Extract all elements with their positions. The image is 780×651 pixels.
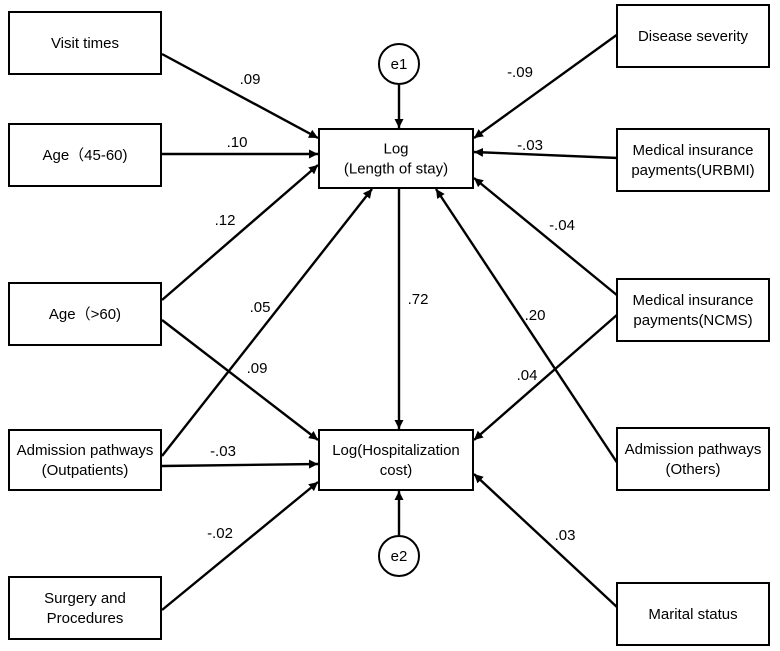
node-urbmi: Medical insurance payments(URBMI) bbox=[616, 128, 770, 192]
node-log-los: Log (Length of stay) bbox=[318, 128, 474, 189]
node-label-line: e1 bbox=[391, 56, 408, 73]
paths-layer bbox=[161, 33, 620, 611]
node-label-line: Visit times bbox=[51, 35, 119, 52]
path-arrow-age60-los bbox=[161, 164, 319, 301]
path-coefficient-others-los: .20 bbox=[525, 307, 546, 324]
path-coefficient-outpt-cost: -.03 bbox=[210, 443, 236, 460]
path-coefficient-marital-cost: .03 bbox=[555, 527, 576, 544]
path-coefficient-age4560-los: .10 bbox=[227, 134, 248, 151]
node-box bbox=[318, 128, 474, 189]
path-coefficient-ncms-cost: .04 bbox=[517, 367, 538, 384]
node-label-line: payments(URBMI) bbox=[631, 162, 754, 179]
path-arrow-outpt-cost bbox=[161, 459, 319, 469]
node-box bbox=[8, 11, 162, 75]
path-arrow-urbmi-los bbox=[473, 147, 619, 160]
node-label-line: (Others) bbox=[665, 461, 720, 478]
node-box bbox=[616, 582, 770, 646]
path-arrow-surgery-cost bbox=[161, 481, 319, 611]
path-coefficient-outpt-los: .05 bbox=[250, 299, 271, 316]
path-coefficient-los-cost: .72 bbox=[408, 291, 429, 308]
node-label-line: cost) bbox=[380, 462, 413, 479]
node-box bbox=[318, 429, 474, 491]
coefficients-layer: .09 .10 .12 .09 .05 -.03 -.02 -.09 -.03 -.04 .04 .2… bbox=[207, 64, 575, 544]
path-coefficient-surgery-cost: -.02 bbox=[207, 525, 233, 542]
node-label-line: (Outpatients) bbox=[42, 462, 129, 479]
node-adm-others: Admission pathways (Others) bbox=[616, 427, 770, 491]
error-term-circle bbox=[378, 43, 420, 85]
node-ncms: Medical insurance payments(NCMS) bbox=[616, 278, 770, 342]
path-arrow-ncms-cost bbox=[473, 313, 619, 441]
node-label-line: Medical insurance bbox=[633, 142, 754, 159]
node-box bbox=[616, 4, 770, 68]
node-box bbox=[8, 576, 162, 640]
path-arrow-marital-cost bbox=[473, 473, 619, 609]
path-arrow-visit-los bbox=[161, 52, 319, 140]
path-coefficient-ncms-los: -.04 bbox=[549, 217, 575, 234]
node-adm-outpatients: Admission pathways (Outpatients) bbox=[8, 429, 162, 491]
node-box bbox=[8, 123, 162, 187]
node-e1: e1 bbox=[378, 43, 420, 85]
node-label-line: Admission pathways bbox=[17, 442, 154, 459]
node-label-line: Medical insurance bbox=[633, 292, 754, 309]
node-label-line: payments(NCMS) bbox=[633, 312, 752, 329]
node-label-line: Surgery and bbox=[44, 590, 126, 607]
path-arrow-others-los bbox=[434, 188, 620, 465]
node-label-line: Log(Hospitalization bbox=[332, 442, 460, 459]
node-age-45-60: Age（45-60) bbox=[8, 123, 162, 187]
node-label-line: Marital status bbox=[648, 606, 737, 623]
node-label-line: e2 bbox=[391, 548, 408, 565]
node-label-line: Age（45-60) bbox=[42, 147, 127, 164]
path-arrow-severity-los bbox=[473, 33, 619, 139]
node-box bbox=[8, 282, 162, 346]
path-arrow-ncms-los bbox=[473, 177, 619, 297]
path-coefficient-age60-cost: .09 bbox=[247, 360, 268, 377]
node-label-line: Admission pathways bbox=[625, 441, 762, 458]
node-box bbox=[616, 128, 770, 192]
node-log-cost: Log(Hospitalization cost) bbox=[318, 429, 474, 491]
node-box bbox=[616, 278, 770, 342]
node-box bbox=[616, 427, 770, 491]
error-term-circle bbox=[378, 535, 420, 577]
node-box bbox=[8, 429, 162, 491]
node-visit-times: Visit times bbox=[8, 11, 162, 75]
node-label-line: (Length of stay) bbox=[344, 161, 448, 178]
node-label-line: Procedures bbox=[47, 610, 124, 627]
node-age-60: Age（>60) bbox=[8, 282, 162, 346]
node-label-line: Log bbox=[383, 141, 408, 158]
node-label-line: Age（>60) bbox=[49, 306, 121, 323]
path-arrow-outpt-los bbox=[161, 188, 373, 457]
path-coefficient-age60-los: .12 bbox=[215, 212, 236, 229]
node-marital: Marital status bbox=[616, 582, 770, 646]
node-e2: e2 bbox=[378, 535, 420, 577]
path-coefficient-visit-los: .09 bbox=[240, 71, 261, 88]
node-label-line: Disease severity bbox=[638, 28, 749, 45]
path-coefficient-urbmi-los: -.03 bbox=[517, 137, 543, 154]
node-disease-severity: Disease severity bbox=[616, 4, 770, 68]
path-coefficient-severity-los: -.09 bbox=[507, 64, 533, 81]
path-arrow-age60-cost bbox=[161, 319, 319, 441]
